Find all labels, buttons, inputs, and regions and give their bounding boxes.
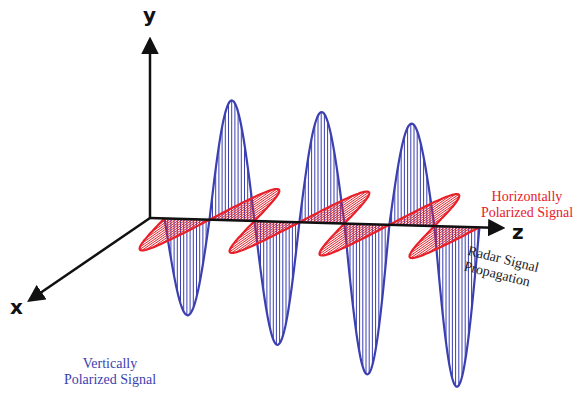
- hatch-line: [311, 138, 312, 222]
- hatch-line: [407, 128, 408, 226]
- hatch-line: [242, 222, 283, 251]
- hatch-line: [420, 142, 421, 226]
- hatch-line: [420, 227, 462, 256]
- hatch-line: [180, 219, 181, 304]
- hatch-line: [324, 114, 325, 223]
- hatch-line: [218, 146, 219, 220]
- hatch-line: [263, 221, 264, 292]
- hatch-line: [140, 219, 184, 250]
- hatch-line: [161, 219, 197, 244]
- hatch-line: [314, 125, 315, 223]
- hatch-line: [318, 193, 362, 223]
- hatch-line: [318, 116, 319, 223]
- hatch-line: [186, 219, 187, 315]
- hatch-line: [414, 125, 415, 226]
- hatch-line: [331, 224, 373, 253]
- hatch-line: [222, 127, 223, 220]
- hatch-line: [146, 219, 190, 250]
- hatch-line: [279, 222, 280, 344]
- axis-label: y: [143, 4, 156, 27]
- hatch-line: [190, 219, 191, 314]
- y-axis: [149, 40, 152, 218]
- propagation-label: Radar Signal Propagation: [462, 243, 562, 297]
- hatch-line: [428, 227, 466, 253]
- hatch-line: [458, 227, 459, 386]
- hatch-line: [375, 224, 376, 349]
- hatch-line: [324, 192, 368, 223]
- z-axis: [150, 218, 502, 228]
- axis-label: x: [10, 296, 23, 319]
- hatch-line: [250, 222, 286, 247]
- hatch-line: [321, 112, 322, 223]
- signal-label: Horizontally Polarized Signal: [472, 189, 582, 221]
- vertical-wave: [165, 101, 480, 387]
- hatch-line: [235, 190, 279, 221]
- signal-label: Vertically Polarized Signal: [55, 356, 165, 388]
- hatch-line: [366, 224, 367, 374]
- hatch-line: [372, 224, 373, 365]
- hatch-line: [235, 222, 279, 253]
- hatch-line: [234, 103, 235, 220]
- hatch-line: [378, 225, 379, 329]
- hatch-line: [410, 124, 411, 226]
- hatch-line: [193, 219, 194, 308]
- hatch-line: [276, 222, 277, 345]
- hatch-line: [401, 150, 402, 226]
- x-axis: [30, 218, 150, 300]
- hatch-line: [362, 224, 363, 367]
- hatch-line: [196, 219, 197, 297]
- hatch-line: [423, 157, 424, 226]
- hatch-line: [462, 227, 463, 377]
- hatch-line: [289, 222, 290, 305]
- hatch-line: [231, 101, 232, 221]
- vertical-wave-hatching: [165, 101, 479, 387]
- hatch-line: [452, 227, 453, 379]
- hatch-line: [408, 195, 451, 225]
- hatch-line: [228, 104, 229, 221]
- axis-label: z: [512, 221, 524, 244]
- hatch-line: [449, 227, 450, 365]
- hatch-line: [404, 136, 405, 225]
- hatch-line: [199, 219, 200, 282]
- hatch-line: [229, 190, 273, 220]
- hatch-line: [225, 113, 226, 221]
- hatch-line: [273, 222, 274, 340]
- hatch-line: [339, 224, 376, 250]
- hatch-line: [465, 227, 466, 361]
- hatch-line: [286, 222, 287, 323]
- hatch-line: [282, 222, 283, 336]
- hatch-line: [414, 195, 459, 226]
- hatch-line: [455, 227, 456, 386]
- hatch-line: [359, 224, 360, 353]
- hatch-line: [308, 157, 309, 223]
- hatch-line: [369, 224, 370, 373]
